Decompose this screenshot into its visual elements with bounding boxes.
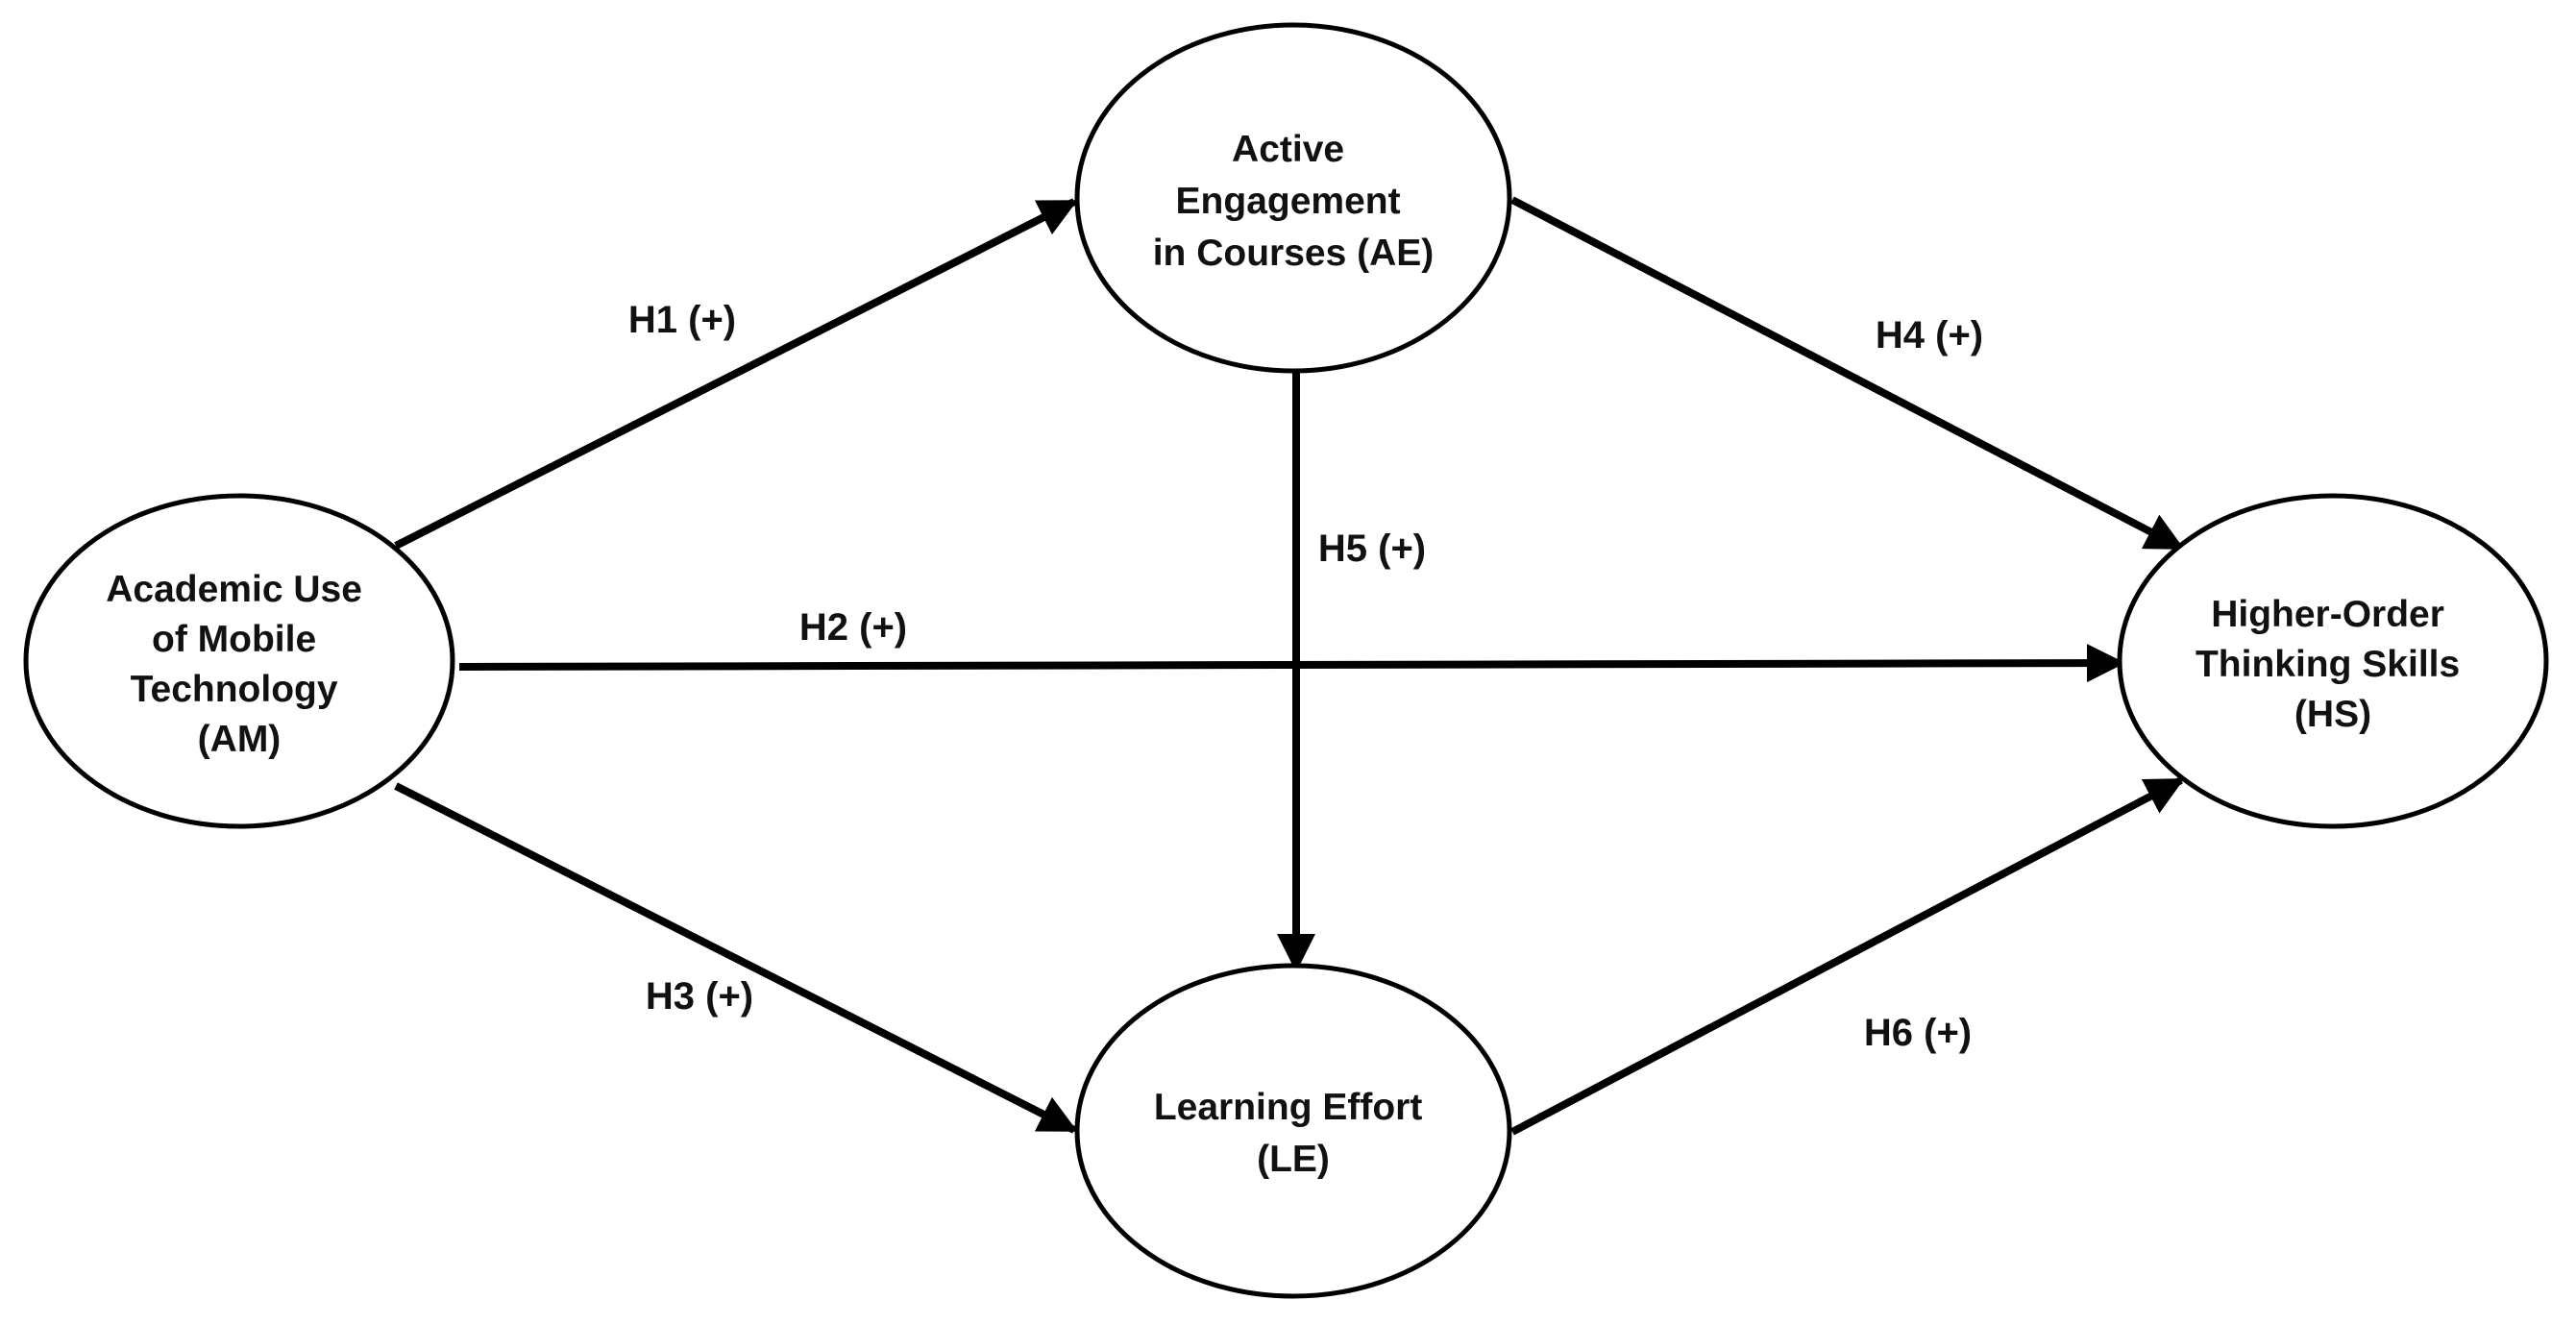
svg-text:Active Engagement: Active Engagement in Courses (AE) bbox=[1153, 129, 1435, 274]
edge-label-h1: H1 (+) bbox=[628, 299, 736, 341]
node-ae-line-1: Active bbox=[1232, 129, 1344, 170]
svg-text:Academic Use of Mobile: Academic Use of Mobile Technology (AM) bbox=[106, 569, 372, 760]
node-hs-line-3: (HS) bbox=[2294, 694, 2371, 735]
edge-label-h2: H2 (+) bbox=[799, 606, 907, 649]
edge-label-h4: H4 (+) bbox=[1876, 314, 1983, 356]
edge-h2-am-to-hs bbox=[458, 644, 2125, 683]
edge-label-h5: H5 (+) bbox=[1318, 528, 1426, 570]
node-hs: Higher-Order Thinking Skills (HS) bbox=[2117, 493, 2549, 829]
edge-labels: H1 (+) H2 (+) H3 (+) H4 (+) H5 (+) H6 (+… bbox=[628, 299, 1983, 1054]
edge-h3-am-to-le bbox=[394, 782, 1078, 1134]
edge-h1-am-to-ae bbox=[394, 198, 1078, 550]
node-le-ellipse bbox=[1074, 963, 1512, 1299]
node-am-line-1: Academic Use bbox=[106, 569, 362, 610]
node-le-line-2: (LE) bbox=[1257, 1139, 1330, 1180]
node-ae-ellipse bbox=[1074, 22, 1512, 374]
edges bbox=[394, 196, 2185, 1136]
node-ae-line-2: Engagement bbox=[1176, 181, 1401, 222]
node-hs-ellipse bbox=[2117, 493, 2549, 829]
node-ae-line-3: in Courses (AE) bbox=[1153, 233, 1435, 274]
node-am-line-2: of Mobile bbox=[152, 619, 316, 660]
svg-text:Learning Effort (LE): Learning Effort (LE) bbox=[1154, 1087, 1433, 1180]
node-am: Academic Use of Mobile Technology (AM) bbox=[23, 493, 455, 829]
node-am-line-4: (AM) bbox=[198, 719, 282, 760]
node-ae: Active Engagement in Courses (AE) bbox=[1074, 22, 1512, 374]
node-hs-line-2: Thinking Skills bbox=[2196, 644, 2460, 685]
node-le-line-1: Learning Effort bbox=[1154, 1087, 1423, 1128]
node-le: Learning Effort (LE) bbox=[1074, 963, 1512, 1299]
node-am-line-3: Technology bbox=[131, 669, 338, 710]
edge-label-h3: H3 (+) bbox=[646, 975, 753, 1018]
node-hs-line-1: Higher-Order bbox=[2211, 594, 2444, 635]
svg-text:Higher-Order Thinking Sk: Higher-Order Thinking Skills (HS) bbox=[2196, 594, 2470, 735]
edge-label-h6: H6 (+) bbox=[1864, 1012, 1972, 1054]
edge-h4-ae-to-hs bbox=[1510, 196, 2185, 552]
node-am-ellipse bbox=[23, 493, 455, 829]
edge-h6-le-to-hs bbox=[1510, 776, 2185, 1136]
